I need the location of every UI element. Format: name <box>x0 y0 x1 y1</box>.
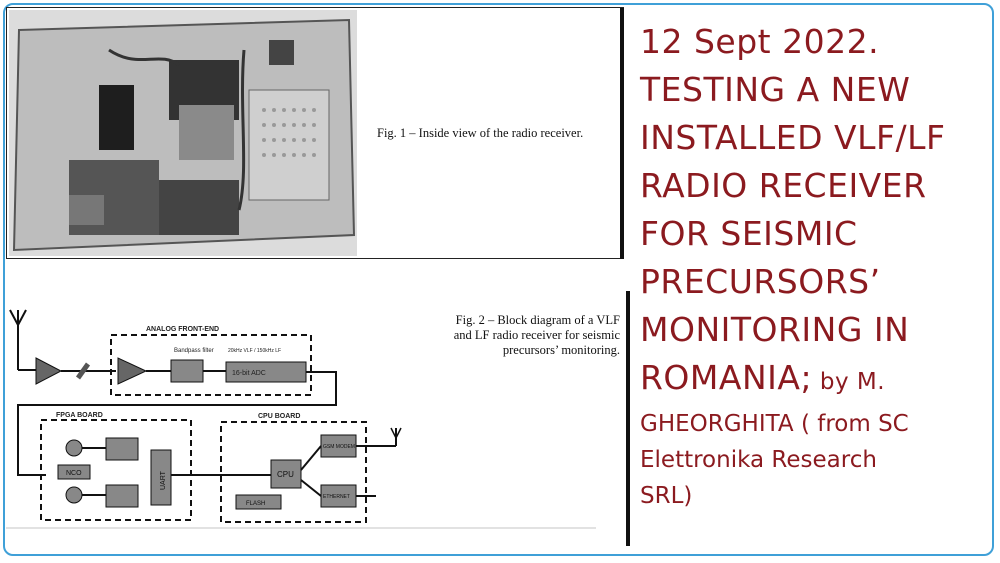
analog-front-end-group <box>110 334 312 396</box>
bandpass-filter <box>170 359 204 383</box>
filter-2 <box>105 484 139 508</box>
author-line-3: SRL) <box>640 483 693 509</box>
author-line-2: Elettronika Research <box>640 447 877 473</box>
cpu-board-group <box>220 421 367 523</box>
adc-label: 16-bit ADC <box>232 370 266 377</box>
caption2-line-3: precursors’ monitoring. <box>502 343 620 357</box>
title-line-3: INSTALLED VLF/LF <box>640 118 946 157</box>
uart-label: UART <box>160 470 167 490</box>
title-line-4: RADIO RECEIVER <box>640 166 927 205</box>
fpga-board-group <box>40 419 192 521</box>
ethernet-label: ETHERNET <box>323 494 350 500</box>
author-line-1: GHEORGHITA ( from SC <box>640 411 909 437</box>
title-by: by M. <box>812 369 886 395</box>
nco-block <box>57 464 91 480</box>
modem-label: GSM MODEM <box>323 444 355 450</box>
title-line-1: 12 Sept 2022. <box>640 22 880 61</box>
mixer-2 <box>65 486 83 504</box>
amplifier-2 <box>117 357 148 385</box>
filter-1 <box>105 437 139 461</box>
slide-title: 12 Sept 2022. TESTING A NEW INSTALLED VL… <box>640 18 995 514</box>
freq-note: 20kHz VLF / 150kHz LF <box>228 348 281 354</box>
bandpass-label: Bandpass filter <box>174 348 214 354</box>
flash-block <box>235 494 282 510</box>
title-line-5: FOR SEISMIC <box>640 214 858 253</box>
caption2-line-2: and LF radio receiver for seismic <box>453 328 620 342</box>
amplifier-1 <box>35 357 63 385</box>
caption2-line-1: Fig. 2 – Block diagram of a VLF <box>455 313 620 327</box>
title-line-6: PRECURSORS’ <box>640 262 881 301</box>
analog-label: ANALOG FRONT-END <box>146 326 219 333</box>
figure-2-caption: Fig. 2 – Block diagram of a VLF and LF r… <box>420 313 620 358</box>
fpga-label: FPGA BOARD <box>56 412 103 419</box>
uart-block <box>150 449 172 506</box>
divider-top <box>620 8 624 259</box>
flash-label: FLASH <box>246 501 265 507</box>
figure-1-panel: Fig. 1 – Inside view of the radio receiv… <box>6 7 624 259</box>
nco-label: NCO <box>66 470 82 477</box>
title-line-7: MONITORING IN <box>640 310 910 349</box>
receiver-photo <box>9 10 357 256</box>
divider-bottom <box>626 291 630 546</box>
block-diagram: ANALOG FRONT-END Bandpass filter 16-bit … <box>6 309 596 529</box>
cpu-label: CPU <box>277 470 294 479</box>
cpu-block <box>270 459 302 489</box>
cpu-board-label: CPU BOARD <box>258 413 300 420</box>
mixer-1 <box>65 439 83 457</box>
title-line-2: TESTING A NEW <box>640 70 911 109</box>
slide-frame <box>3 3 994 556</box>
figure-1-caption: Fig. 1 – Inside view of the radio receiv… <box>377 126 584 140</box>
title-romania: ROMANIA; <box>640 358 813 397</box>
title-line-8: ROMANIA; by M. <box>640 354 995 406</box>
